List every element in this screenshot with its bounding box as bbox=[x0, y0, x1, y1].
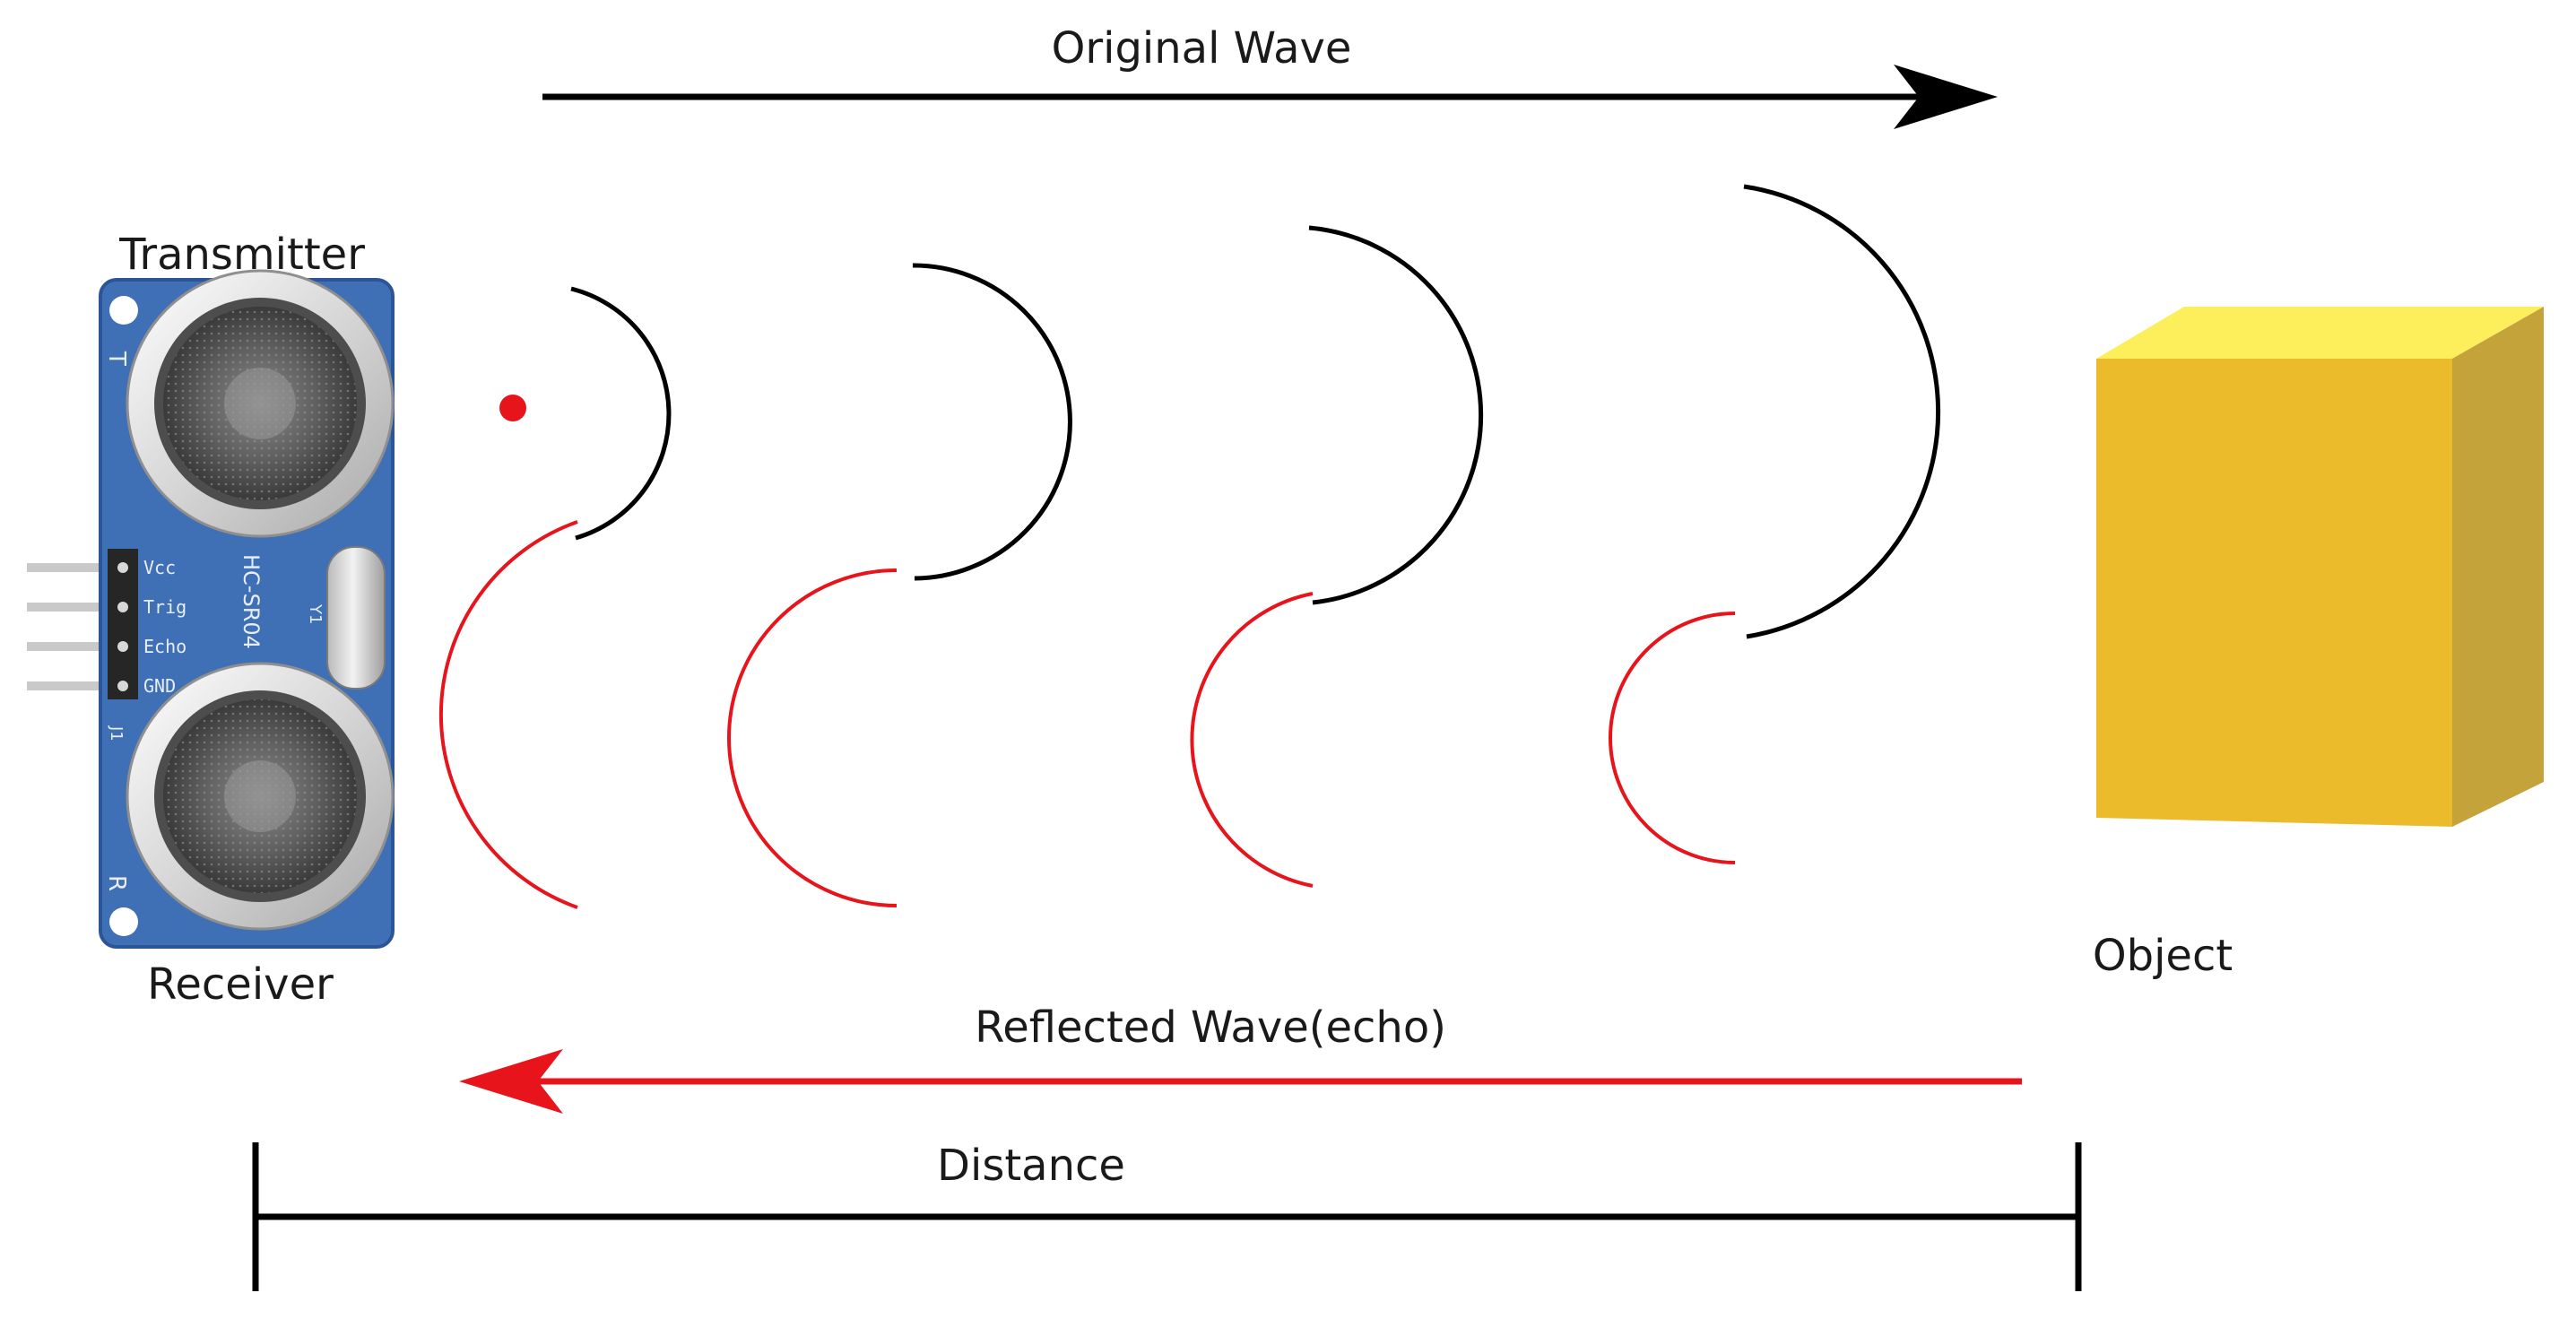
pin-label-trig: Trig bbox=[143, 596, 186, 618]
reflected-wavefronts bbox=[438, 520, 1736, 909]
cube-side-face bbox=[2452, 307, 2544, 827]
emission-point bbox=[499, 395, 526, 421]
distance-bar bbox=[252, 1142, 2082, 1291]
pin-label-echo: Echo bbox=[143, 636, 186, 657]
original-wavefront-3 bbox=[1308, 225, 1484, 605]
original-wavefront-1 bbox=[570, 286, 672, 541]
original-wave-label: Original Wave bbox=[1051, 23, 1352, 74]
sensor-module: Vcc Trig Echo GND HC-SR04 T R Y1 J1 bbox=[27, 269, 395, 949]
original-wavefront-2 bbox=[912, 263, 1072, 581]
crystal-oscillator bbox=[326, 546, 386, 690]
reflected-wavefront-2 bbox=[727, 568, 898, 907]
reflected-wavefront-3 bbox=[1190, 592, 1314, 888]
receiver-label: Receiver bbox=[147, 959, 334, 1010]
object-cube bbox=[2096, 307, 2544, 827]
transmitter-label: Transmitter bbox=[119, 230, 365, 280]
crystal-mark: Y1 bbox=[306, 603, 325, 624]
distance-label: Distance bbox=[937, 1141, 1125, 1191]
object-label: Object bbox=[2092, 931, 2233, 981]
transmitter-mark: T bbox=[103, 351, 130, 366]
receiver-transducer bbox=[126, 662, 395, 931]
original-wavefront-4 bbox=[1743, 184, 1941, 639]
transmitter-transducer bbox=[126, 269, 395, 538]
reflected-wave-label: Reflected Wave(echo) bbox=[975, 1002, 1446, 1053]
original-wave-arrow bbox=[542, 65, 1998, 129]
reflected-wavefront-1 bbox=[438, 520, 578, 909]
reflected-wave-arrow bbox=[459, 1049, 2022, 1114]
sensor-model-label: HC-SR04 bbox=[239, 554, 264, 649]
pin-label-gnd: GND bbox=[143, 675, 176, 697]
connector-mark: J1 bbox=[107, 725, 126, 742]
cube-front-face bbox=[2096, 359, 2452, 827]
receiver-mark: R bbox=[103, 875, 130, 891]
original-wavefronts bbox=[570, 184, 1941, 639]
cube-top-face bbox=[2096, 307, 2544, 359]
pin-label-vcc: Vcc bbox=[143, 557, 176, 578]
reflected-wavefront-4 bbox=[1609, 612, 1736, 864]
